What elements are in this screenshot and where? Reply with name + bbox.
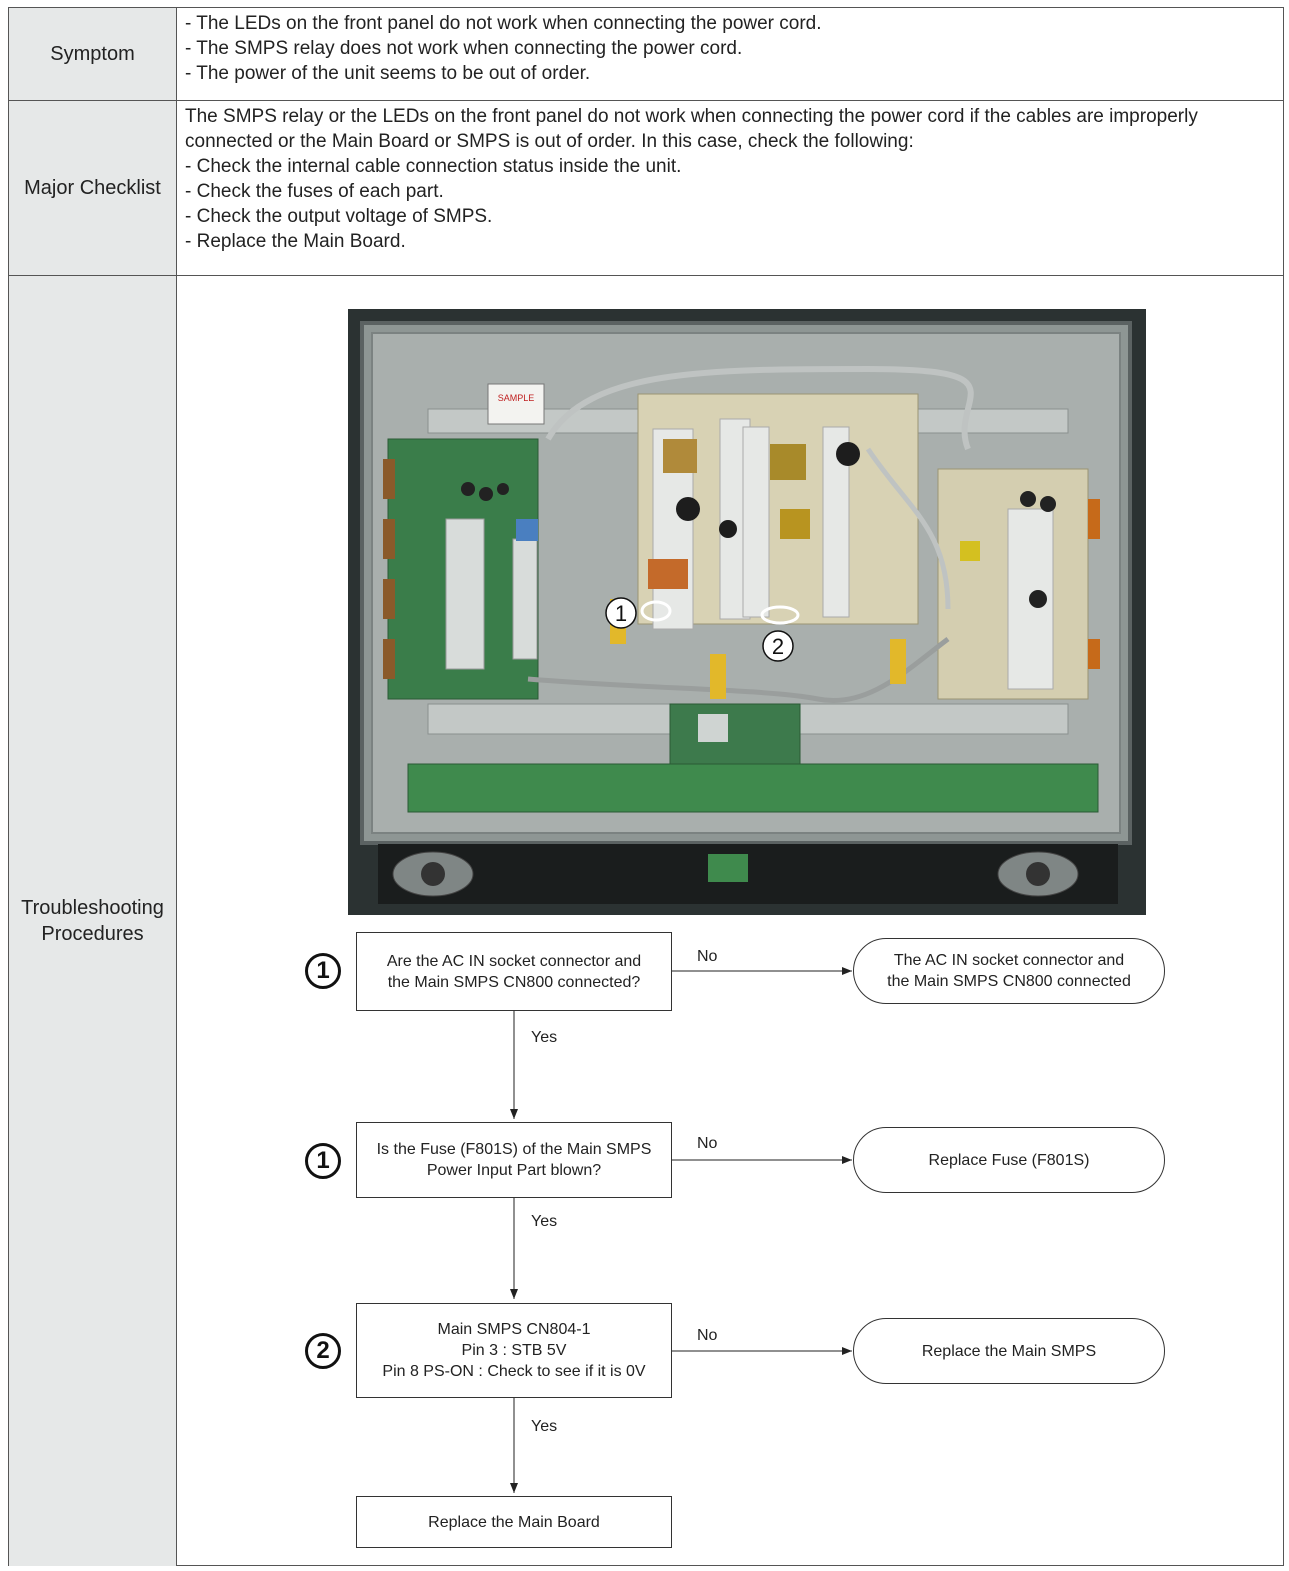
- decision-box-fuse: Is the Fuse (F801S) of the Main SMPS Pow…: [356, 1122, 672, 1198]
- action-box-smps: Replace the Main SMPS: [853, 1318, 1165, 1384]
- no-label: No: [697, 948, 717, 966]
- decision-line: Are the AC IN socket connector and: [387, 951, 641, 972]
- yes-label: Yes: [531, 1418, 557, 1436]
- decision-box-smps: Main SMPS CN804-1 Pin 3 : STB 5V Pin 8 P…: [356, 1303, 672, 1398]
- action-line: Replace Fuse (F801S): [929, 1150, 1090, 1171]
- action-line: The AC IN socket connector and: [894, 950, 1124, 971]
- action-box-fuse: Replace Fuse (F801S): [853, 1127, 1165, 1193]
- yes-label: Yes: [531, 1029, 557, 1047]
- decision-line: Pin 8 PS-ON : Check to see if it is 0V: [382, 1361, 645, 1382]
- decision-line: Is the Fuse (F801S) of the Main SMPS: [377, 1139, 652, 1160]
- action-line: the Main SMPS CN800 connected: [887, 971, 1131, 992]
- action-line: Replace the Main SMPS: [922, 1341, 1096, 1362]
- yes-label: Yes: [531, 1213, 557, 1231]
- decision-line: Main SMPS CN804-1: [438, 1319, 591, 1340]
- step-marker-2: 2: [305, 1333, 341, 1369]
- final-action-box: Replace the Main Board: [356, 1496, 672, 1548]
- decision-line: Pin 3 : STB 5V: [462, 1340, 567, 1361]
- action-box-ac-in: The AC IN socket connector and the Main …: [853, 938, 1165, 1004]
- step-marker-1b: 1: [305, 1143, 341, 1179]
- no-label: No: [697, 1135, 717, 1153]
- final-action-line: Replace the Main Board: [428, 1512, 600, 1533]
- no-label: No: [697, 1327, 717, 1345]
- step-marker-1: 1: [305, 953, 341, 989]
- decision-box-ac-in: Are the AC IN socket connector and the M…: [356, 932, 672, 1011]
- decision-line: Power Input Part blown?: [427, 1160, 601, 1181]
- decision-line: the Main SMPS CN800 connected?: [388, 972, 641, 993]
